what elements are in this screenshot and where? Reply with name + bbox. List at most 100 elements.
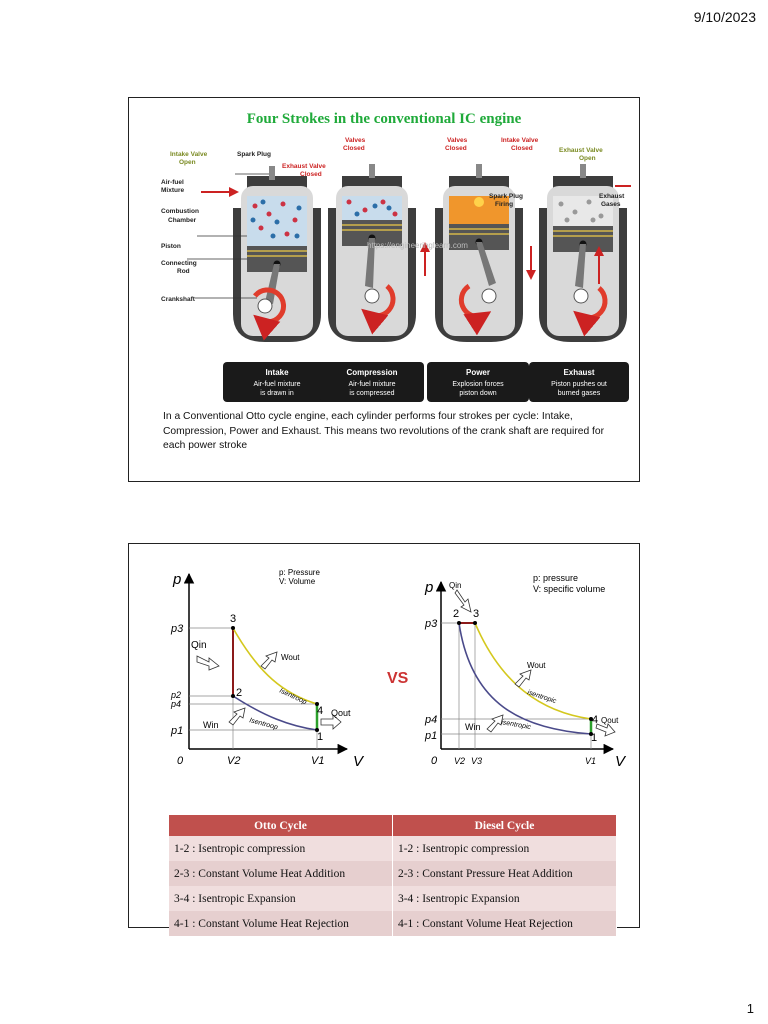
table-cell: 2-3 : Constant Volume Heat Addition: [169, 861, 393, 886]
otto-origin: 0: [177, 755, 184, 767]
diesel-w-out: Wout: [527, 661, 546, 670]
slide-title: Four Strokes in the conventional IC engi…: [246, 111, 522, 127]
label-crankshaft: Crankshaft: [161, 296, 196, 303]
stroke-name-compression: Compression: [346, 368, 397, 377]
label-valves-closed-a2: Closed: [343, 145, 365, 152]
stroke-desc-intake-1: Air-fuel mixture: [253, 381, 300, 388]
table-row: 3-4 : Isentropic Expansion 3-4 : Isentro…: [169, 886, 618, 911]
stroke-desc-compression-1: Air-fuel mixture: [348, 381, 395, 388]
otto-p-tick-1: p1: [170, 725, 183, 737]
table-row: 2-3 : Constant Volume Heat Addition 2-3 …: [169, 861, 618, 886]
label-intake-valve-open-1: Intake Valve: [170, 151, 208, 158]
vs-label: VS: [387, 670, 409, 687]
diesel-axis-v: V: [615, 753, 627, 770]
label-combustion-2: Chamber: [168, 217, 197, 224]
otto-point-4: 4: [317, 705, 323, 717]
otto-p-tick-3: p3: [170, 623, 184, 635]
stroke-desc-intake-2: is drawn in: [260, 390, 294, 397]
label-intake-valve-closed-2: Closed: [511, 145, 533, 152]
label-spark-plug-firing-1: Spark Plug: [489, 193, 523, 200]
otto-pv-diagram: p V 0 p3 p2 p4 p1 V2 V1 1 2 3 4 Qin Wout…: [170, 568, 365, 770]
engine-compression: [320, 164, 430, 402]
page-number: 1: [746, 1001, 754, 1016]
label-connecting-rod-1: Connecting: [161, 260, 197, 267]
engine-intake: [201, 166, 331, 402]
table-header-diesel: Diesel Cycle: [392, 815, 618, 836]
stroke-desc-power-2: piston down: [459, 390, 496, 397]
stroke-name-intake: Intake: [265, 368, 289, 377]
otto-curve-label-upper: Isentroop: [278, 687, 308, 706]
diesel-v-tick-3: V3: [471, 756, 482, 766]
diesel-p-tick-4: p4: [424, 714, 437, 726]
watermark-text: https://engineeringlearn.com: [367, 241, 468, 250]
table-cell: 3-4 : Isentropic Expansion: [169, 886, 393, 911]
table-cell: 4-1 : Constant Volume Heat Rejection: [169, 911, 393, 936]
label-exhaust-valve-closed-2: Closed: [300, 171, 322, 178]
four-stroke-diagram: https://engineeringlearn.com Intake Valv…: [161, 137, 631, 402]
diesel-point-1: 1: [591, 732, 597, 744]
otto-p-tick-2: p2: [170, 690, 181, 700]
otto-axis-p: p: [172, 571, 181, 588]
diesel-point-2: 2: [453, 608, 459, 620]
table-row: 1-2 : Isentropic compression 1-2 : Isent…: [169, 836, 618, 861]
table-cell: 1-2 : Isentropic compression: [169, 836, 393, 861]
diesel-p-tick-3: p3: [424, 618, 438, 630]
otto-q-in: Qin: [191, 640, 207, 651]
stroke-name-power: Power: [466, 368, 490, 377]
diesel-origin: 0: [431, 755, 438, 767]
otto-legend-2: V: Volume: [279, 577, 316, 586]
label-exhaust-valve-open-1: Exhaust Valve: [559, 147, 603, 154]
otto-legend-1: p: Pressure: [279, 568, 320, 577]
label-spark-plug-firing-2: Firing: [495, 201, 513, 208]
otto-point-3: 3: [230, 613, 236, 625]
engine-exhaust: [529, 164, 631, 402]
label-air-fuel-1: Air-fuel: [161, 179, 184, 186]
cycle-comparison-table: Otto Cycle Diesel Cycle 1-2 : Isentropic…: [169, 815, 618, 936]
diesel-axis-p: p: [424, 579, 433, 596]
otto-v-tick-2: V2: [227, 755, 240, 767]
label-connecting-rod-2: Rod: [177, 268, 190, 275]
label-combustion-1: Combustion: [161, 208, 199, 215]
diesel-v-tick-1: V1: [585, 756, 596, 766]
diesel-p-tick-1: p1: [424, 730, 437, 742]
table-cell: 4-1 : Constant Volume Heat Rejection: [392, 911, 618, 936]
otto-axis-v: V: [353, 753, 365, 770]
otto-q-out: Qout: [331, 708, 351, 718]
label-intake-valve-closed-1: Intake Valve: [501, 137, 539, 144]
label-valves-closed-b1: Valves: [447, 137, 468, 144]
label-spark-plug: Spark Plug: [237, 151, 271, 158]
otto-v-tick-1: V1: [311, 755, 324, 767]
diesel-point-4: 4: [592, 714, 598, 726]
label-exhaust-valve-open-2: Open: [579, 155, 596, 162]
label-exhaust-gases-2: Gases: [601, 201, 621, 208]
table-row: 4-1 : Constant Volume Heat Rejection 4-1…: [169, 911, 618, 936]
otto-point-2: 2: [236, 687, 242, 699]
table-cell: 1-2 : Isentropic compression: [392, 836, 618, 861]
slide-caption: In a Conventional Otto cycle engine, eac…: [163, 411, 605, 451]
otto-p-tick-4: p4: [170, 699, 181, 709]
diesel-legend-1: p: pressure: [533, 573, 578, 583]
header-date: 9/10/2023: [693, 9, 756, 25]
otto-point-1: 1: [317, 731, 323, 743]
stroke-desc-compression-2: is compressed: [349, 390, 394, 397]
diesel-pv-diagram: p V 0 p3 p4 p1 V2 V3 V1 1 2 3 4 Qin Wout…: [424, 573, 627, 770]
slide-otto-vs-diesel: p V 0 p3 p2 p4 p1 V2 V1 1 2 3 4 Qin Wout…: [128, 543, 640, 936]
diesel-legend-2: V: specific volume: [533, 584, 605, 594]
label-exhaust-valve-closed-1: Exhaust Valve: [282, 163, 326, 170]
otto-w-out: Wout: [281, 653, 300, 662]
diesel-q-in: Qin: [449, 581, 461, 590]
engine-power: [427, 164, 536, 402]
otto-w-in: Win: [203, 720, 219, 730]
label-exhaust-gases-1: Exhaust: [599, 193, 625, 200]
table-cell: 3-4 : Isentropic Expansion: [392, 886, 618, 911]
stroke-desc-power-1: Explosion forces: [452, 381, 504, 388]
table-header-row: Otto Cycle Diesel Cycle: [169, 815, 618, 836]
label-piston: Piston: [161, 243, 181, 250]
diesel-w-in: Win: [465, 722, 481, 732]
label-valves-closed-b2: Closed: [445, 145, 467, 152]
diesel-q-out: Qout: [601, 716, 619, 725]
label-valves-closed-a1: Valves: [345, 137, 366, 144]
stroke-desc-exhaust-1: Piston pushes out: [551, 381, 607, 388]
slide-four-strokes: Four Strokes in the conventional IC engi…: [128, 97, 640, 482]
otto-curve-label-lower: Isentroop: [248, 717, 278, 731]
